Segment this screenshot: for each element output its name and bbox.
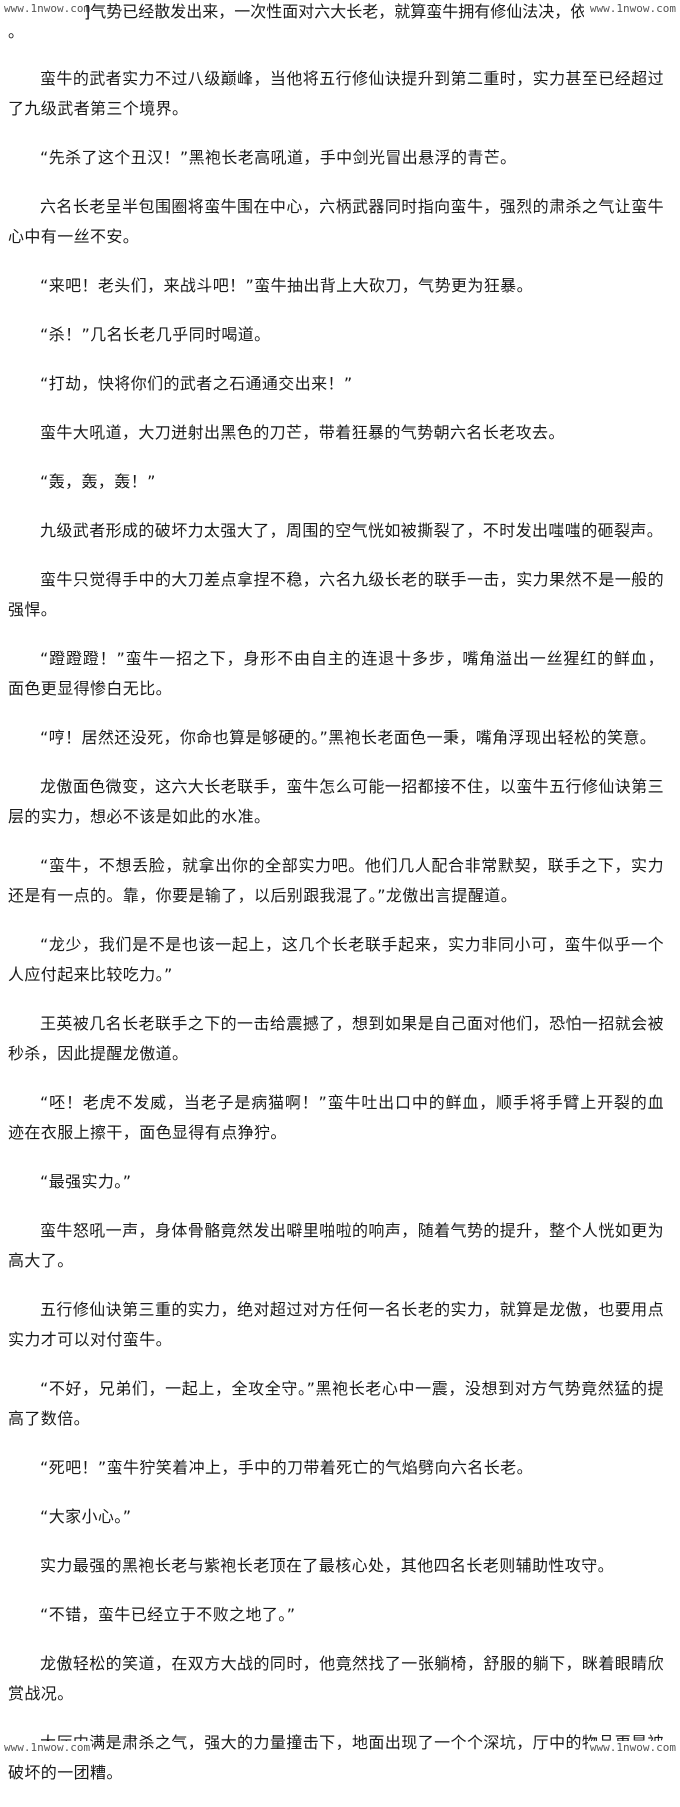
paragraph: “最强实力。”: [40, 1172, 132, 1191]
paragraph: “哼！居然还没死，你命也算是够硬的。”黑袍长老面色一秉，嘴角浮现出轻松的笑意。: [40, 728, 657, 747]
paragraph: 实力最强的黑袍长老与紫袍长老顶在了最核心处，其他四名长老则辅助性攻守。: [40, 1556, 615, 1575]
watermark-top-left: www.1nwow.com: [2, 2, 93, 16]
paragraph: 蛮牛的武者实力不过八级巅峰，当他将五行修仙诀提升到第二重时，实力甚至已经超过了九…: [8, 69, 664, 118]
watermark-top-right: www.1nwow.com: [587, 2, 678, 16]
continued-text-trail: 。: [8, 22, 25, 41]
watermark-bottom-right: www.1nwow.com: [587, 1741, 678, 1755]
paragraph: 五行修仙诀第三重的实力，绝对超过对方任何一名长老的实力，就算是龙傲，也要用点实力…: [8, 1300, 664, 1349]
paragraph: “打劫，快将你们的武者之石通通交出来！”: [40, 374, 353, 393]
paragraph: “不好，兄弟们，一起上，全攻全守。”黑袍长老心中一震，没想到对方气势竟然猛的提高…: [8, 1379, 664, 1428]
paragraph: 六名长老呈半包围圈将蛮牛围在中心，六柄武器同时指向蛮牛，强烈的肃杀之气让蛮牛心中…: [8, 197, 664, 246]
paragraph: “杀！”几名长老几乎同时喝道。: [40, 325, 271, 344]
paragraph: 龙傲面色微变，这六大长老联手，蛮牛怎么可能一招都接不住，以蛮牛五行修仙诀第三层的…: [8, 777, 664, 826]
paragraph: “龙少，我们是不是也该一起上，这几个长老联手起来，实力非同小可，蛮牛似乎一个人应…: [8, 935, 664, 984]
paragraph: 蛮牛大吼道，大刀迸射出黑色的刀芒，带着狂暴的气势朝六名长老攻去。: [40, 423, 565, 442]
paragraph: “先杀了这个丑汉！”黑袍长老高吼道，手中剑光冒出悬浮的青芒。: [40, 148, 517, 167]
paragraph: “不错，蛮牛已经立于不败之地了。”: [40, 1605, 296, 1624]
paragraph: “轰，轰，轰！”: [40, 472, 156, 491]
paragraph: 大厅内满是肃杀之气，强大的力量撞击下，地面出现了一个个深坑，厅中的物品更是被破坏…: [8, 1733, 664, 1782]
watermark-bottom-left: www.1nwow.com: [2, 1741, 93, 1755]
continued-text-line: ]气势已经散发出来，一次性面对六大长老，就算蛮牛拥有修仙法决，依然: [84, 2, 584, 21]
paragraph: 九级武者形成的破坏力太强大了，周围的空气恍如被撕裂了，不时发出嗤嗤的砸裂声。: [40, 521, 664, 540]
paragraph: “大家小心。”: [40, 1507, 132, 1526]
paragraph: “死吧！”蛮牛狞笑着冲上，手中的刀带着死亡的气焰劈向六名长老。: [40, 1458, 533, 1477]
paragraph: “来吧！老头们，来战斗吧！”蛮牛抽出背上大砍刀，气势更为狂暴。: [40, 276, 533, 295]
paragraph: 蛮牛只觉得手中的大刀差点拿捏不稳，六名九级长老的联手一击，实力果然不是一般的强悍…: [8, 570, 664, 619]
document-page: www.1nwow.com www.1nwow.com ]气势已经散发出来，一次…: [2, 2, 678, 1782]
paragraph: “蛮牛，不想丢脸，就拿出你的全部实力吧。他们几人配合非常默契，联手之下，实力还是…: [8, 856, 664, 905]
paragraph: “呸！老虎不发威，当老子是病猫啊！”蛮牛吐出口中的鲜血，顺手将手臂上开裂的血迹在…: [8, 1093, 664, 1142]
paragraph: “蹬蹬蹬！”蛮牛一招之下，身形不由自主的连退十多步，嘴角溢出一丝猩红的鲜血，面色…: [8, 649, 664, 698]
paragraph: 王英被几名长老联手之下的一击给震撼了，想到如果是自己面对他们，恐怕一招就会被秒杀…: [8, 1014, 664, 1063]
paragraph: 龙傲轻松的笑道，在双方大战的同时，他竟然找了一张躺椅，舒服的躺下，眯着眼睛欣赏战…: [8, 1654, 664, 1703]
body-text: 蛮牛的武者实力不过八级巅峰，当他将五行修仙诀提升到第二重时，实力甚至已经超过了九…: [8, 64, 664, 1807]
paragraph: 蛮牛怒吼一声，身体骨骼竟然发出噼里啪啦的响声，随着气势的提升，整个人恍如更为高大…: [8, 1221, 664, 1270]
